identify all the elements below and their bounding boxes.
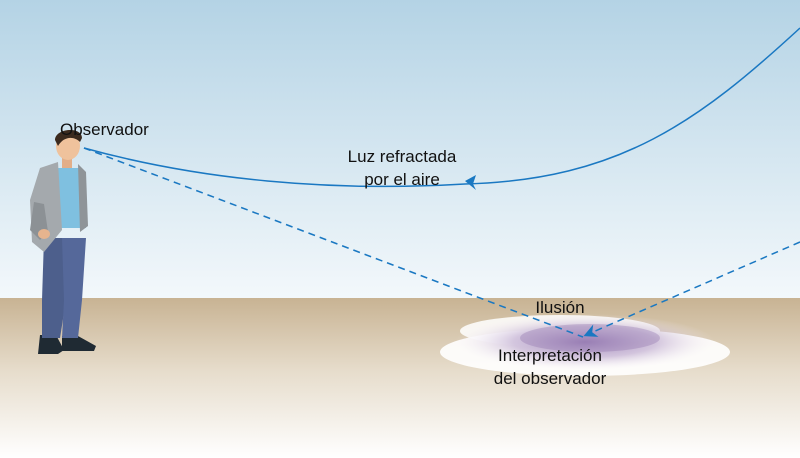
refracted-light-ray <box>83 27 800 188</box>
illusion-label: Ilusión <box>535 298 585 317</box>
observer-sightline <box>83 147 584 338</box>
interpretation-label-line1: Interpretación <box>498 346 602 365</box>
observer-figure <box>30 129 96 354</box>
illusion-ray <box>583 241 800 337</box>
refracted-light-label-line2: por el aire <box>364 170 440 189</box>
ground <box>0 298 800 458</box>
observer-label: Observador <box>60 120 149 139</box>
interpretation-label-line2: del observador <box>493 369 607 388</box>
sky <box>0 0 800 298</box>
refracted-light-label-line1: Luz refractada <box>347 147 457 166</box>
refracted-ray-arrowhead <box>465 175 476 190</box>
mirage-illusion <box>440 314 730 376</box>
